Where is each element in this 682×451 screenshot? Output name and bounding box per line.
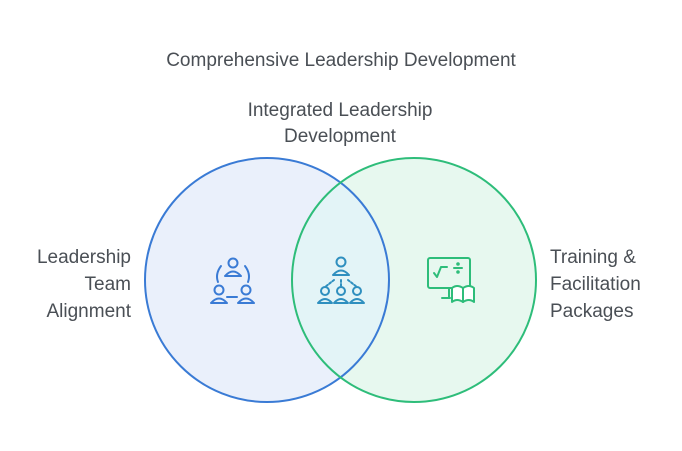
left-set-outline — [144, 157, 390, 403]
left-set-label-line-1: Leadership — [36, 247, 131, 268]
left-set-label-line-2: Team — [84, 274, 131, 295]
left-set-label-line-3: Alignment — [46, 301, 132, 322]
right-set-label: Training & Facilitation Packages — [550, 244, 675, 325]
presentation-book-icon — [427, 257, 475, 303]
right-set-outline — [291, 157, 537, 403]
overlap-region — [292, 158, 389, 402]
right-set-label-line-1: Training & — [550, 247, 636, 268]
overlap-label-line-1: Integrated Leadership — [247, 100, 433, 121]
diagram-title: Comprehensive Leadership Development — [166, 50, 516, 71]
team-alignment-icon — [210, 257, 255, 304]
left-set-label: Leadership Team Alignment — [10, 244, 131, 325]
overlap-label: Integrated Leadership Development — [190, 98, 490, 150]
overlap-label-line-2: Development — [284, 126, 396, 147]
hierarchy-team-icon — [317, 256, 365, 304]
right-set-label-line-2: Facilitation — [550, 274, 641, 295]
right-set-label-line-3: Packages — [550, 301, 634, 322]
